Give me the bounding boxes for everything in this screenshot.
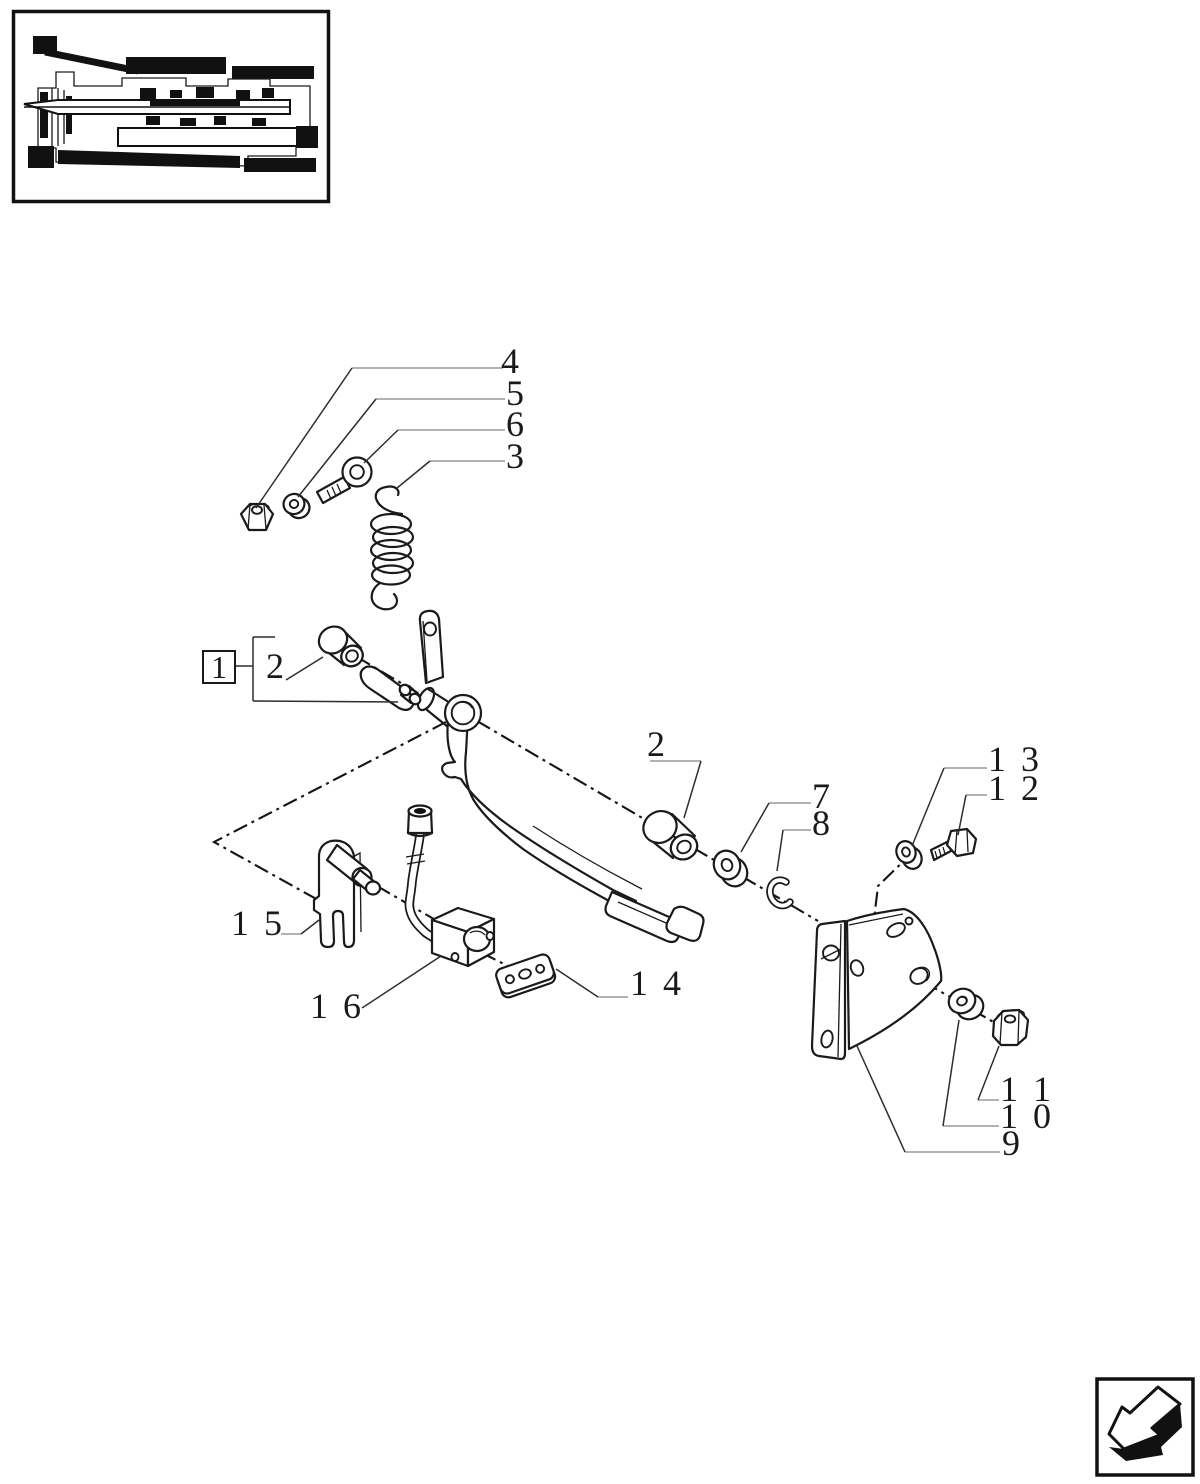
callout-8: 8 <box>812 803 833 843</box>
callout-1-boxed: 1 <box>202 650 236 684</box>
callout-2b: 2 <box>647 724 668 764</box>
part-pedal-assembly <box>359 609 705 944</box>
callout-12: 1 2 <box>988 768 1042 808</box>
part-spring <box>369 485 415 611</box>
callout-7: 7 <box>812 776 833 816</box>
leader-lines <box>234 367 1000 1153</box>
part-valve-block-16 <box>430 906 496 968</box>
part-washer-10 <box>947 987 985 1021</box>
part-eye-bolt <box>315 456 373 505</box>
callout-6: 6 <box>506 404 527 444</box>
part-washer-13 <box>895 840 923 870</box>
callout-14: 1 4 <box>630 963 684 1003</box>
callout-10: 1 0 <box>1000 1096 1054 1136</box>
part-bracket <box>810 907 943 1061</box>
part-nut-11 <box>991 1008 1030 1047</box>
callout-15: 1 5 <box>231 903 285 943</box>
callout-13: 1 3 <box>988 739 1042 779</box>
callout-16: 1 6 <box>310 986 364 1026</box>
part-washer-5 <box>282 492 311 520</box>
callout-3: 3 <box>506 436 527 476</box>
part-washer-7 <box>712 849 749 888</box>
part-bushing-2a <box>317 625 364 668</box>
transmission-cross-section-thumbnail <box>11 9 331 204</box>
part-bushing-2b <box>642 810 699 861</box>
part-snap-ring-8 <box>766 876 794 910</box>
part-pipe-16 <box>404 804 442 945</box>
callout-4: 4 <box>501 341 522 381</box>
callout-5: 5 <box>506 373 527 413</box>
part-plate-14 <box>495 953 557 999</box>
callout-9: 9 <box>1002 1123 1023 1163</box>
parts <box>239 456 1030 1061</box>
part-bolt-12 <box>929 827 978 862</box>
part-fork-15 <box>312 839 382 949</box>
callout-11: 1 1 <box>1000 1069 1054 1109</box>
callout-2a: 2 <box>266 646 287 686</box>
back-arrow-icon[interactable] <box>1095 1377 1195 1477</box>
